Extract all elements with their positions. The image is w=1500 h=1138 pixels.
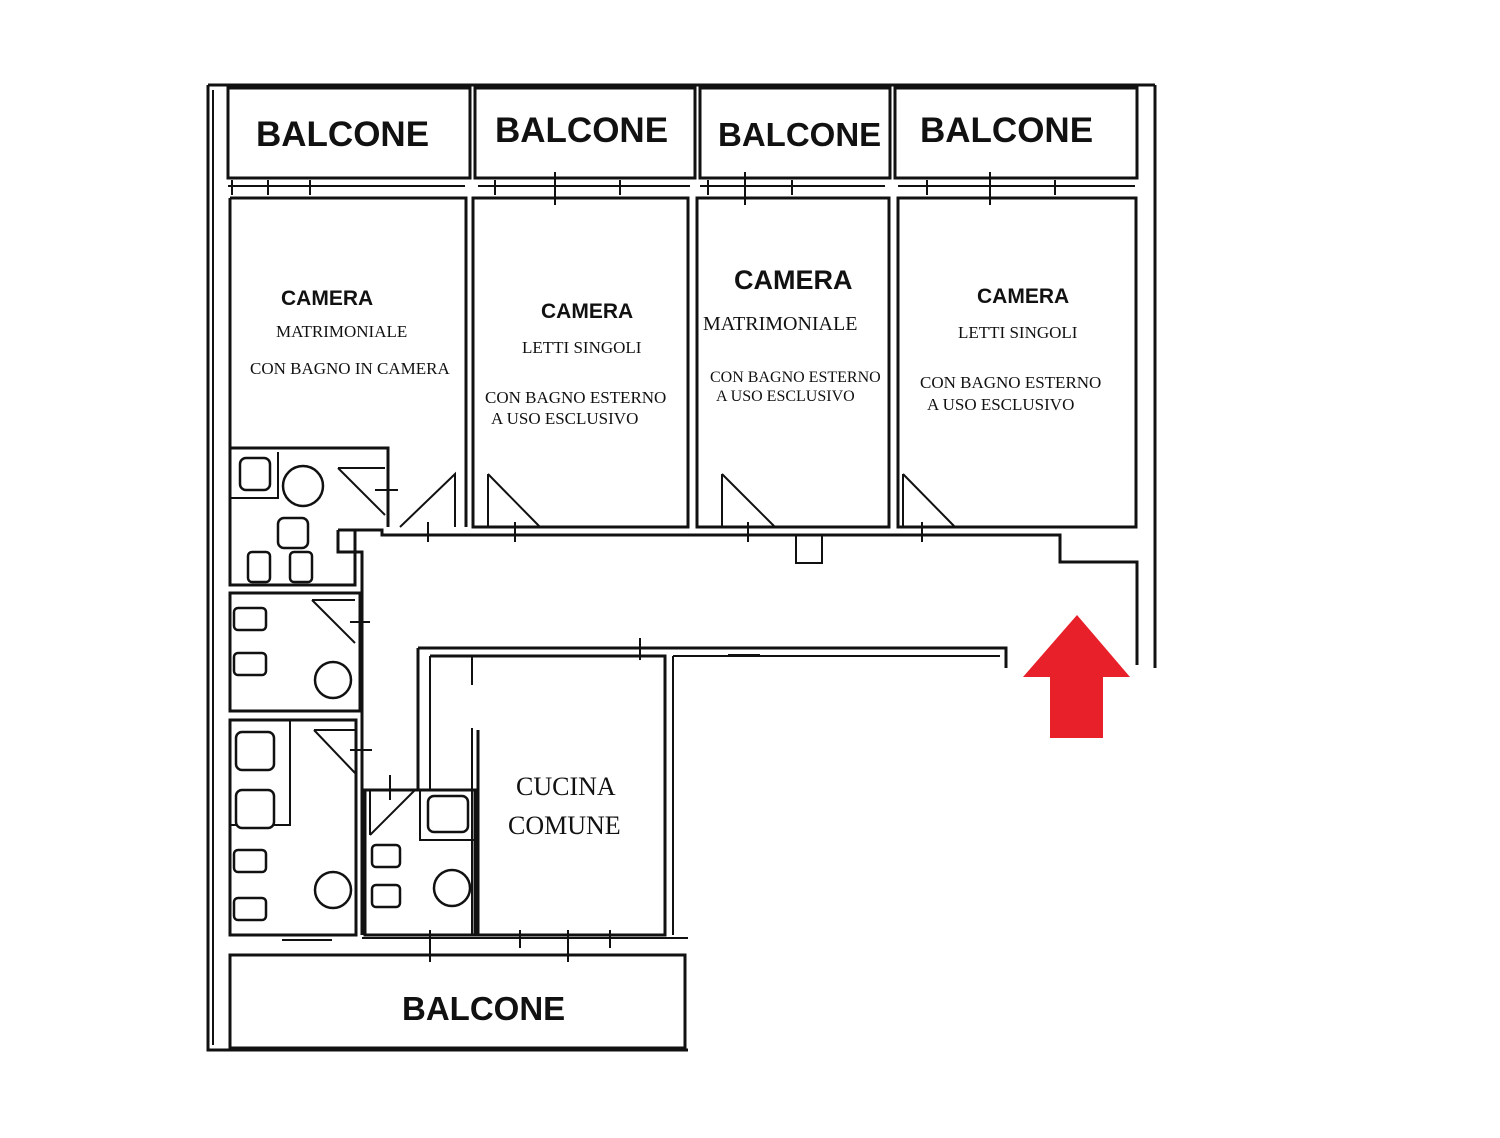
balcony-label-3: BALCONE	[718, 116, 881, 153]
toilet-icon	[232, 651, 268, 677]
room4-line1: LETTI SINGOLI	[958, 323, 1078, 342]
room2-line1: LETTI SINGOLI	[522, 338, 642, 357]
room3-title: CAMERA	[734, 265, 853, 295]
sink-icon	[432, 868, 472, 908]
balcony-label-bottom: BALCONE	[402, 990, 565, 1027]
bathroom-4	[363, 775, 477, 937]
bidet-icon	[288, 550, 314, 584]
kitchen	[362, 654, 1000, 962]
balcony-label-4: BALCONE	[920, 111, 1093, 150]
toilet-icon	[281, 464, 325, 508]
bidet-icon	[246, 550, 272, 584]
sink-icon	[276, 516, 310, 550]
room4-title: CAMERA	[977, 285, 1069, 308]
room2-line2: CON BAGNO ESTERNO	[485, 388, 666, 407]
corridor	[336, 528, 1139, 935]
shower-icon	[234, 788, 276, 830]
room3-line3: A USO ESCLUSIVO	[716, 388, 855, 405]
room1-title: CAMERA	[281, 287, 373, 310]
room1-line1: MATRIMONIALE	[276, 322, 407, 341]
room4-line3: A USO ESCLUSIVO	[927, 395, 1074, 414]
room2-title: CAMERA	[541, 300, 633, 323]
top-balconies	[226, 86, 1139, 205]
room3-line1: MATRIMONIALE	[703, 313, 857, 335]
bathroom-3	[228, 718, 372, 937]
shower-icon	[426, 794, 470, 834]
room2-line3: A USO ESCLUSIVO	[491, 409, 638, 428]
bidet-icon	[232, 848, 268, 874]
bidet-icon	[370, 843, 402, 869]
sink-icon	[238, 456, 272, 492]
room1-line2: CON BAGNO IN CAMERA	[250, 359, 450, 378]
kitchen-label-line1: CUCINA	[516, 772, 616, 801]
sink-icon	[313, 660, 353, 700]
toilet-icon	[232, 896, 268, 922]
room3-line2: CON BAGNO ESTERNO	[710, 369, 881, 386]
toilet-icon	[370, 883, 402, 909]
sink-icon	[313, 870, 353, 910]
bidet-icon	[232, 606, 268, 632]
bathroom-2	[228, 591, 370, 713]
red-up-arrow-icon	[1023, 615, 1130, 738]
room4-line2: CON BAGNO ESTERNO	[920, 373, 1101, 392]
balcony-label-1: BALCONE	[256, 115, 429, 154]
kitchen-label-line2: COMUNE	[508, 811, 621, 840]
bathroom-1	[228, 448, 398, 587]
shower-icon	[234, 730, 276, 772]
balcony-label-2: BALCONE	[495, 111, 668, 150]
bedrooms	[228, 196, 1138, 542]
bottom-balcony	[228, 939, 687, 1050]
outer-walls	[206, 83, 1157, 1052]
